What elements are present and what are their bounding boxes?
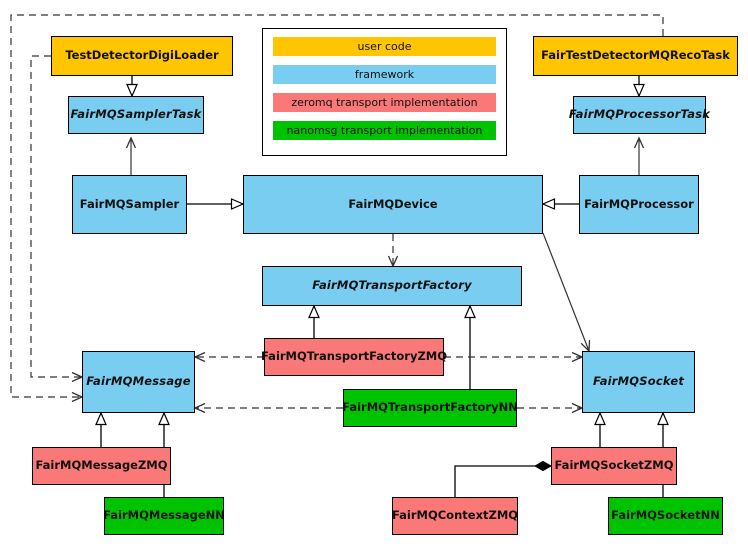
legend-item-user-code: user code bbox=[273, 37, 496, 56]
class-node-label: FairMQMessageZMQ bbox=[35, 458, 168, 473]
class-node-fairmqmessagezmq[interactable]: FairMQMessageZMQ bbox=[32, 447, 171, 485]
class-node-label: FairMQSamplerTask bbox=[70, 107, 202, 122]
class-node-testdetectordigiloader[interactable]: TestDetectorDigiLoader bbox=[51, 36, 233, 76]
class-node-fairmqsamplertask[interactable]: FairMQSamplerTask bbox=[68, 96, 204, 134]
class-node-fairmqtransportfactorynn[interactable]: FairMQTransportFactoryNN bbox=[342, 389, 518, 427]
class-node-label: FairMQContextZMQ bbox=[391, 508, 519, 523]
class-node-label: TestDetectorDigiLoader bbox=[65, 48, 219, 63]
edge-digiloader-message bbox=[30, 55, 84, 383]
class-node-fairmqmessagenn[interactable]: FairMQMessageNN bbox=[103, 497, 225, 535]
edge-contextzmq-socketzmq bbox=[454, 466, 551, 497]
class-node-label: FairMQProcessorTask bbox=[568, 107, 711, 122]
legend-label-user-code: user code bbox=[357, 40, 412, 53]
class-node-label: FairTestDetectorMQRecoTask bbox=[541, 48, 730, 63]
class-node-fairmqsocket[interactable]: FairMQSocket bbox=[582, 351, 695, 413]
legend-item-zeromq: zeromq transport implementation bbox=[273, 93, 496, 112]
legend-label-nanomsg: nanomsg transport implementation bbox=[286, 124, 483, 137]
class-node-fairmqsocketnn[interactable]: FairMQSocketNN bbox=[608, 497, 723, 535]
edge-device-socket bbox=[542, 232, 591, 353]
class-node-label: FairMQDevice bbox=[348, 196, 438, 211]
class-node-label: FairMQTransportFactory bbox=[312, 278, 472, 293]
class-node-fairtestdetectormqrecotask[interactable]: FairTestDetectorMQRecoTask bbox=[533, 36, 738, 76]
legend-panel: user code framework zeromq transport imp… bbox=[262, 28, 507, 156]
class-node-fairmqcontextzmq[interactable]: FairMQContextZMQ bbox=[392, 497, 518, 535]
class-node-label: FairMQSocket bbox=[592, 374, 685, 389]
class-node-label: FairMQMessage bbox=[86, 374, 191, 389]
class-node-fairmqsocketzmq[interactable]: FairMQSocketZMQ bbox=[551, 447, 677, 485]
class-node-fairmqtransportfactoryzmq[interactable]: FairMQTransportFactoryZMQ bbox=[261, 338, 448, 376]
class-node-fairmqsampler[interactable]: FairMQSampler bbox=[72, 175, 187, 234]
legend-label-zeromq: zeromq transport implementation bbox=[291, 96, 478, 109]
class-node-fairmqdevice[interactable]: FairMQDevice bbox=[243, 175, 543, 234]
class-node-label: FairMQProcessor bbox=[584, 196, 694, 211]
class-node-fairmqmessage[interactable]: FairMQMessage bbox=[82, 351, 195, 413]
class-node-label: FairMQMessageNN bbox=[103, 508, 225, 523]
edge-recotask-message bbox=[10, 14, 664, 403]
class-node-label: FairMQSampler bbox=[79, 196, 180, 211]
class-node-label: FairMQTransportFactoryZMQ bbox=[261, 349, 448, 364]
legend-label-framework: framework bbox=[354, 68, 415, 81]
class-node-label: FairMQSocketNN bbox=[611, 508, 720, 523]
class-node-label: FairMQSocketZMQ bbox=[554, 458, 674, 473]
legend-item-nanomsg: nanomsg transport implementation bbox=[273, 121, 496, 140]
class-node-fairmqtransportfactory[interactable]: FairMQTransportFactory bbox=[262, 266, 522, 306]
class-node-fairmqprocessor[interactable]: FairMQProcessor bbox=[579, 175, 699, 234]
class-node-fairmqprocessortask[interactable]: FairMQProcessorTask bbox=[569, 96, 710, 134]
class-node-label: FairMQTransportFactoryNN bbox=[342, 400, 518, 415]
legend-item-framework: framework bbox=[273, 65, 496, 84]
